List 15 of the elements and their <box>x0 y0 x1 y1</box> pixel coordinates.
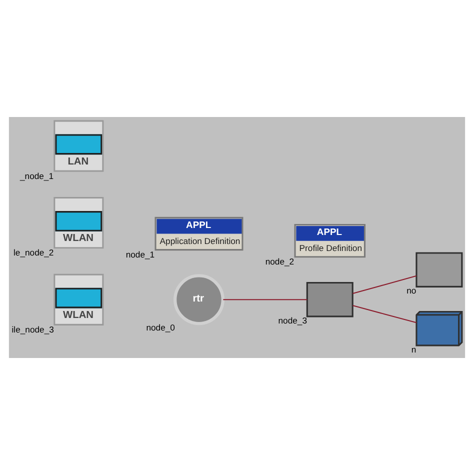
node-label: node_2 <box>265 256 294 266</box>
node-box <box>306 281 354 317</box>
node-label: no <box>406 285 416 296</box>
node-box <box>416 252 463 287</box>
node-label: _node_1 <box>20 170 54 180</box>
node-label: le_node_2 <box>14 247 54 258</box>
connector <box>223 298 308 300</box>
connector <box>352 274 417 294</box>
node-label: n <box>411 344 416 354</box>
node-label: node_0 <box>146 322 175 332</box>
node-label: node_3 <box>278 314 308 325</box>
node-label: ile_node_3 <box>12 324 54 334</box>
node-circle: rtr <box>174 274 224 325</box>
connector <box>352 304 417 323</box>
node-label: node_1 <box>126 249 155 260</box>
